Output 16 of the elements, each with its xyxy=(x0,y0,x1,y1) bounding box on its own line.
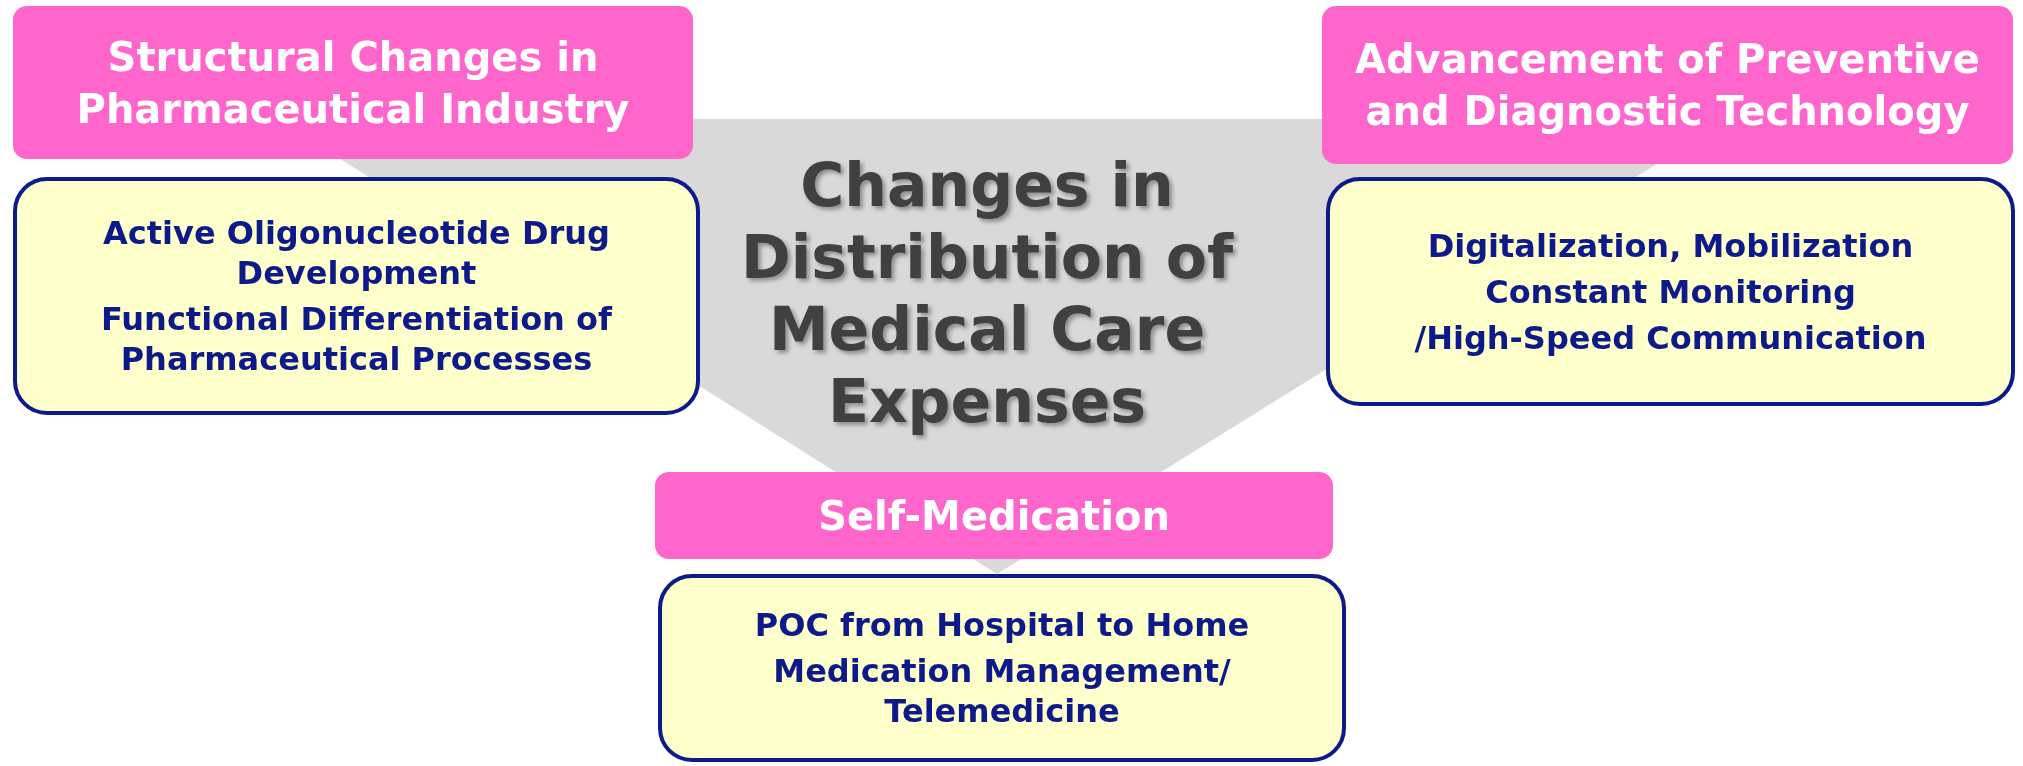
detail-box xyxy=(13,177,700,415)
detail-text: Constant Monitoring xyxy=(1485,271,1856,312)
category-box xyxy=(13,6,693,159)
detail-text: /High-Speed Communication xyxy=(1414,317,1927,358)
center-title: Changes in Distribution of Medical Care Expenses xyxy=(740,149,1235,437)
detail-text: Digitalization, Mobilization xyxy=(1427,225,1914,266)
category-title: Self-Medication xyxy=(818,491,1170,541)
detail-box xyxy=(1326,177,2015,406)
category-title: Advancement of Preventive and Diagnostic Technology xyxy=(1354,35,1981,136)
detail-text: Functional Differentiation of Pharmaceutical Processes xyxy=(100,299,614,379)
detail-box xyxy=(658,574,1346,762)
detail-text: Active Oligonucleotide Drug Development xyxy=(102,213,611,293)
detail-text: Medication Management/ Telemedicine xyxy=(772,651,1232,731)
category-title: Structural Changes in Pharmaceutical Industry xyxy=(75,32,631,134)
detail-text: POC from Hospital to Home xyxy=(754,605,1250,645)
category-box xyxy=(1322,6,2013,164)
